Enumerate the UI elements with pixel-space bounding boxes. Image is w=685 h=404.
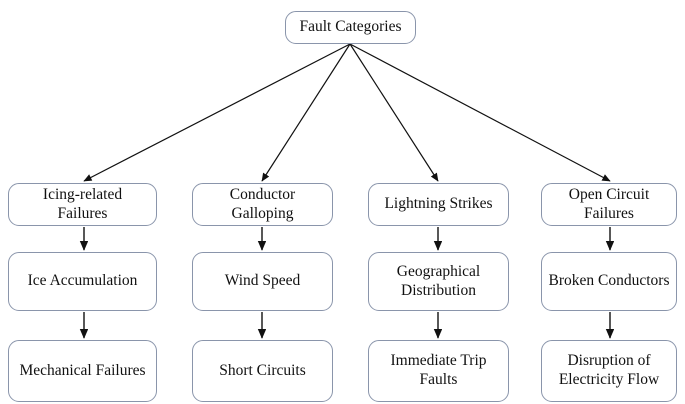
node-open-circuit-failures[interactable]: Open Circuit Failures bbox=[541, 183, 677, 226]
node-label: Lightning Strikes bbox=[384, 195, 493, 213]
root-fan-edges bbox=[83, 43, 611, 182]
column-vertical-edges bbox=[79, 227, 615, 339]
node-label: Geographical Distribution bbox=[396, 262, 481, 299]
edge-root-to-open-circuit-failures bbox=[349, 43, 611, 182]
node-label: Immediate Trip Faults bbox=[390, 352, 487, 388]
node-immediate-trip-faults[interactable]: Immediate Trip Faults bbox=[368, 340, 509, 402]
node-label: Broken Conductors bbox=[548, 272, 670, 290]
node-label: Open Circuit Failures bbox=[568, 185, 650, 222]
node-label: Icing-related Failures bbox=[42, 185, 123, 222]
node-mechanical-failures[interactable]: Mechanical Failures bbox=[8, 340, 157, 402]
node-disruption-of-electricity-flow[interactable]: Disruption of Electricity Flow bbox=[541, 340, 677, 402]
edge-root-to-lightning-strikes bbox=[349, 43, 439, 182]
node-ice-accumulation[interactable]: Ice Accumulation bbox=[8, 252, 157, 311]
node-broken-conductors[interactable]: Broken Conductors bbox=[541, 252, 677, 311]
node-label: Short Circuits bbox=[219, 361, 306, 379]
node-wind-speed[interactable]: Wind Speed bbox=[192, 252, 333, 311]
node-geographical-distribution[interactable]: Geographical Distribution bbox=[368, 252, 509, 311]
node-label: Wind Speed bbox=[224, 272, 301, 290]
node-label: Fault Categories bbox=[299, 18, 402, 36]
node-fault-categories[interactable]: Fault Categories bbox=[285, 11, 416, 44]
node-conductor-galloping[interactable]: Conductor Galloping bbox=[192, 183, 333, 226]
edge-root-to-conductor-galloping bbox=[261, 43, 351, 182]
node-lightning-strikes[interactable]: Lightning Strikes bbox=[368, 183, 509, 226]
edge-root-to-icing-related-failures bbox=[83, 43, 351, 182]
node-label: Mechanical Failures bbox=[19, 361, 146, 379]
node-short-circuits[interactable]: Short Circuits bbox=[192, 340, 333, 402]
node-icing-related-failures[interactable]: Icing-related Failures bbox=[8, 183, 157, 226]
node-label: Ice Accumulation bbox=[27, 272, 138, 290]
node-label: Conductor Galloping bbox=[229, 185, 296, 222]
node-label: Disruption of Electricity Flow bbox=[558, 352, 660, 388]
